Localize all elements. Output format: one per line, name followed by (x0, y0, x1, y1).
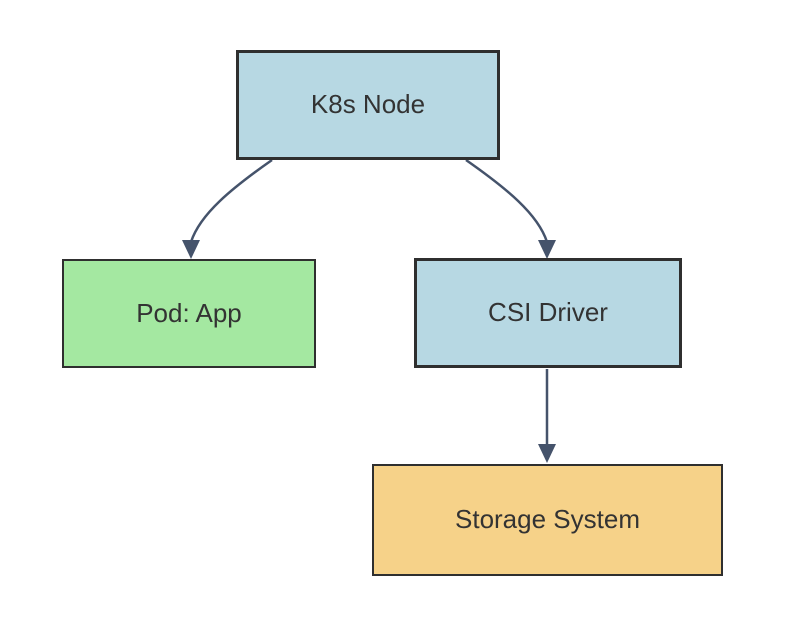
node-storage-system-label: Storage System (455, 504, 640, 535)
edge-path (189, 158, 273, 243)
node-pod-app: Pod: App (62, 259, 316, 368)
arrowhead-icon (538, 444, 556, 463)
node-csi-driver: CSI Driver (414, 258, 682, 368)
node-pod-app-label: Pod: App (136, 297, 242, 328)
edge-k8s-node-to-pod-app (182, 158, 273, 259)
edge-path (465, 158, 549, 243)
edge-csi-driver-to-storage-system (538, 369, 556, 463)
arrowhead-icon (538, 240, 556, 259)
node-csi-driver-label: CSI Driver (488, 297, 608, 328)
node-k8s-node: K8s Node (236, 50, 500, 160)
edge-k8s-node-to-csi-driver (465, 158, 556, 259)
node-k8s-node-label: K8s Node (310, 89, 426, 120)
node-storage-system: Storage System (372, 464, 723, 576)
arrowhead-icon (182, 240, 200, 259)
